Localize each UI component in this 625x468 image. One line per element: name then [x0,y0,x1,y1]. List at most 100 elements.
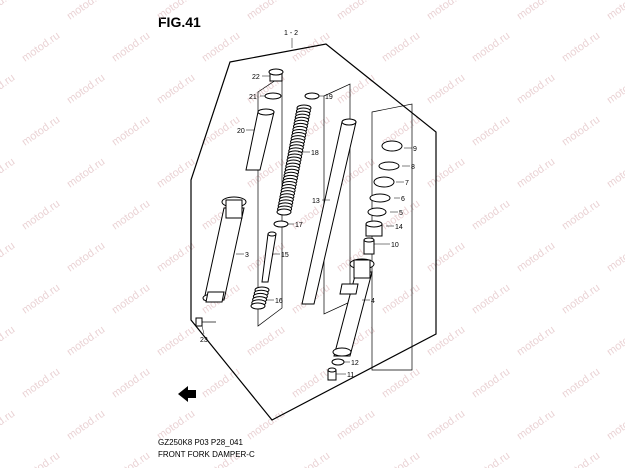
o-ring-part [264,92,282,100]
watermark-text: motod.ru [65,240,107,275]
watermark-text: motod.ru [0,0,17,22]
spacer-part [245,108,275,171]
outer-tube-right-part [332,258,375,357]
inner-panel-right [371,103,413,371]
watermark-text: motod.ru [65,72,107,107]
watermark-text: motod.ru [245,324,287,359]
callout-7: 7 [405,180,409,187]
rebound-spring-part [250,286,270,310]
watermark-text: motod.ru [560,30,602,65]
watermark-text: motod.ru [200,114,242,149]
watermark-text: motod.ru [110,114,152,149]
callout-5: 5 [399,210,403,217]
watermark-text: motod.ru [515,324,557,359]
callout-labels: 22 21 20 19 18 17 16 15 14 13 12 11 10 9… [200,74,417,379]
callout-22: 22 [252,74,260,81]
watermark-text: motod.ru [155,324,197,359]
watermark-text: motod.ru [605,72,625,107]
watermark-text: motod.ru [470,450,512,468]
watermark-text: motod.ru [200,366,242,401]
watermark-text: motod.ru [20,450,62,468]
callout-11: 11 [347,372,354,379]
watermark-text: motod.ru [380,30,422,65]
callout-15: 15 [281,252,289,259]
watermark-text: motod.ru [20,114,62,149]
watermark-text: motod.ru [470,114,512,149]
slide-bushing-part [365,220,383,237]
watermark-text: motod.ru [0,408,17,443]
watermark-text: motod.ru [605,0,625,22]
callout-20: 20 [237,128,245,135]
piston-ring-part [273,220,289,228]
watermark-text: motod.ru [425,240,467,275]
watermark-text: motod.ru [605,408,625,443]
callout-17: 17 [295,222,303,229]
watermark-text: motod.ru [470,282,512,317]
seal-spacer-part [369,193,391,203]
watermark-text: motod.ru [515,0,557,22]
callout-assembly: 1 - 2 [284,30,298,37]
watermark-text: motod.ru [110,282,152,317]
watermark-text: motod.ru [560,450,602,468]
figure-name: FRONT FORK DAMPER-C [158,450,255,459]
watermark-text: motod.ru [335,408,377,443]
watermark-text: motod.ru [605,324,625,359]
callout-16: 16 [275,298,283,305]
watermark-text: motod.ru [110,450,152,468]
callout-12: 12 [351,360,359,367]
watermark-text: motod.ru [515,240,557,275]
watermark-text: motod.ru [380,366,422,401]
callout-3: 3 [245,252,249,259]
watermark-text: motod.ru [245,0,287,22]
watermark-text: motod.ru [65,0,107,22]
watermark-text: motod.ru [515,72,557,107]
callout-23: 23 [200,337,208,344]
oil-seal-part [373,176,395,188]
watermark-text: motod.ru [0,72,17,107]
outer-tube-left-part [202,196,247,303]
watermark-text: motod.ru [335,0,377,22]
cap-bolt-part [268,68,284,82]
oil-lock-piece-part [363,237,375,255]
drain-bolt-part [327,367,337,381]
watermark-text: motod.ru [200,30,242,65]
watermark-text: motod.ru [425,0,467,22]
callout-6: 6 [401,196,405,203]
callout-9: 9 [413,146,417,153]
watermark-text: motod.ru [515,408,557,443]
callout-10: 10 [391,242,399,249]
inner-tube-part [301,118,357,305]
leader-lines [201,75,412,375]
watermark-text: motod.ru [110,30,152,65]
guide-bushing-part [367,207,387,217]
stopper-ring-part [378,161,400,171]
watermark-text: motod.ru [425,408,467,443]
watermark-text: motod.ru [20,198,62,233]
watermark-text: motod.ru [0,324,17,359]
watermark-text: motod.ru [0,240,17,275]
callout-21: 21 [249,94,257,101]
washer-part [304,92,320,100]
watermark-text: motod.ru [470,198,512,233]
fork-spring-part [276,104,312,216]
watermark-text: motod.ru [560,366,602,401]
bolt-part [195,317,216,327]
watermark-text: motod.ru [65,324,107,359]
watermark-text: motod.ru [470,366,512,401]
watermark-text: motod.ru [605,240,625,275]
watermark-text: motod.ru [380,282,422,317]
watermark-text: motod.ru [20,282,62,317]
watermark-text: motod.ru [155,72,197,107]
watermark-text: motod.ru [425,72,467,107]
watermark-text: motod.ru [155,0,197,22]
watermark-text: motod.ru [425,156,467,191]
watermark-text: motod.ru [110,198,152,233]
watermark-text: motod.ru [20,30,62,65]
callout-8: 8 [411,164,415,171]
watermark-text: motod.ru [605,156,625,191]
callout-13: 13 [312,198,320,205]
watermark-text: motod.ru [110,366,152,401]
